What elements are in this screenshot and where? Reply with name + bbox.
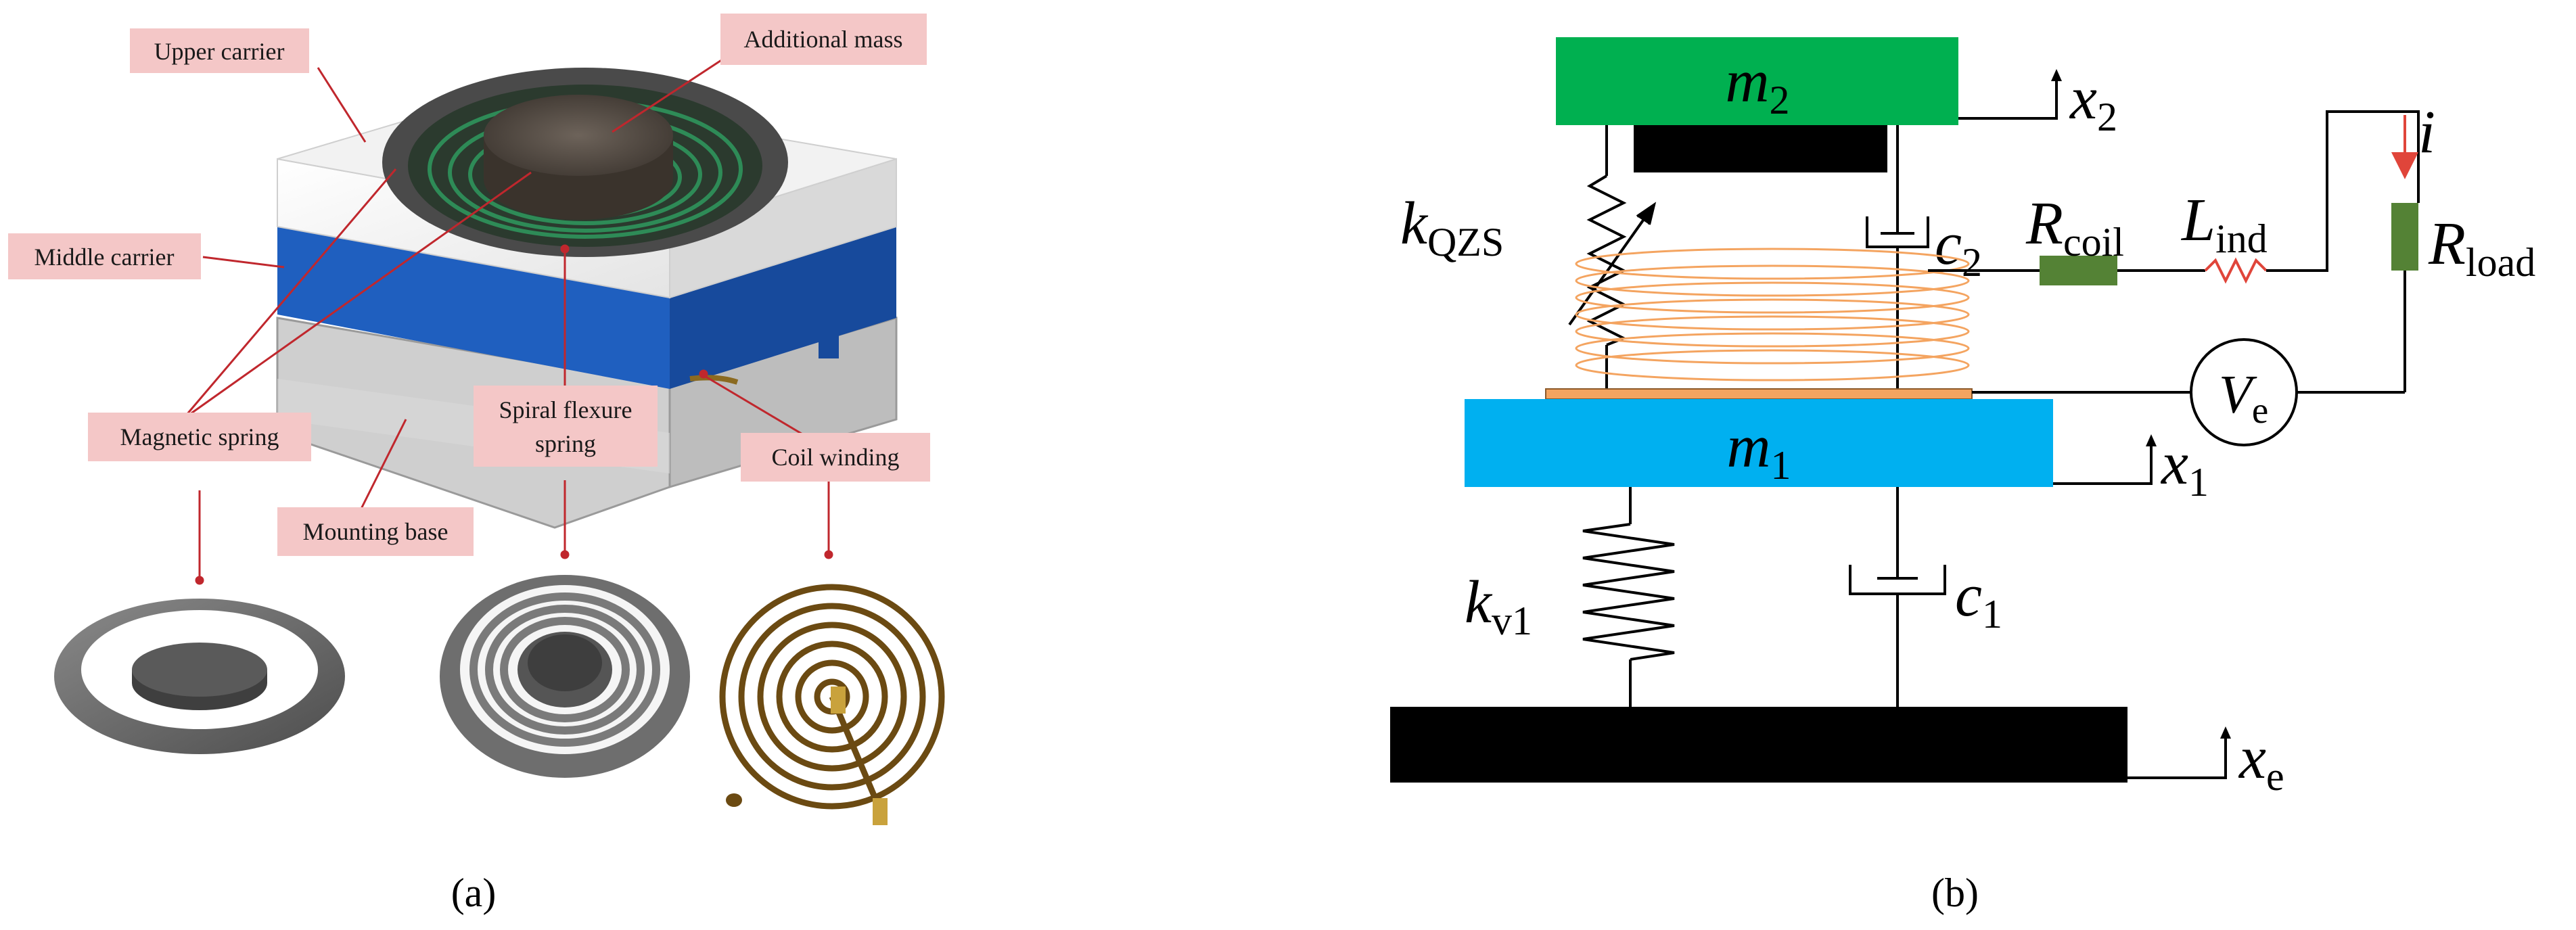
svg-text:Middle carrier: Middle carrier: [34, 243, 175, 271]
x1-reference: x1: [2053, 430, 2209, 505]
rcoil-label: Rcoil: [2025, 190, 2124, 264]
mass-m1: [1465, 399, 2053, 487]
i-label: i: [2418, 99, 2435, 166]
c1-damper: [1849, 487, 1946, 707]
panel-b: m2 x2 kQZS c2: [1390, 37, 2535, 915]
additional-mass-disk: [484, 95, 673, 176]
coil-loops: [1575, 248, 1970, 381]
x2-reference: x2: [1958, 65, 2117, 139]
svg-text:Coil winding: Coil winding: [771, 444, 899, 471]
kqzs-label: kQZS: [1400, 190, 1504, 264]
pointer-lines: [181, 53, 833, 585]
svg-text:Mounting base: Mounting base: [303, 518, 448, 545]
kv1-spring: [1582, 487, 1675, 707]
m2-label: m2: [1726, 48, 1790, 122]
svg-text:Magnetic spring: Magnetic spring: [120, 423, 279, 450]
rload-resistor: [2391, 203, 2418, 271]
middle-carrier-block: [277, 227, 670, 389]
caption-a: (a): [451, 870, 497, 915]
label-coil-winding: Coil winding: [741, 433, 930, 482]
label-middle-carrier: Middle carrier: [8, 233, 201, 279]
coil-winding-part: [719, 584, 945, 825]
spiral-flexure-spring-part: [440, 575, 690, 778]
ground-base: [1390, 707, 2128, 783]
c1-label: c1: [1955, 562, 2002, 636]
svg-text:Upper carrier: Upper carrier: [154, 38, 285, 65]
rcoil-resistor: [2040, 256, 2117, 285]
coil-base-plate: [1545, 388, 1973, 400]
xe-reference: xe: [2128, 724, 2284, 799]
svg-text:Ve: Ve: [2219, 365, 2268, 431]
svg-text:Additional mass: Additional mass: [744, 26, 903, 53]
label-additional-mass: Additional mass: [720, 14, 927, 65]
mass-m2: [1556, 37, 1958, 125]
magnet-block: [1634, 125, 1887, 172]
svg-text:Spiral flexure: Spiral flexure: [499, 396, 632, 423]
label-mounting-base: Mounting base: [277, 507, 474, 556]
label-magnetic-spring: Magnetic spring: [88, 413, 311, 461]
caption-b: (b): [1931, 870, 1979, 915]
magnetic-spring-part: [54, 599, 345, 754]
c2-damper: [1866, 125, 1929, 389]
voltmeter: Ve: [2190, 338, 2298, 446]
panel-a: Upper carrier Additional mass Middle car…: [8, 14, 945, 915]
label-spiral-flexure-spring: Spiral flexure spring: [474, 386, 658, 467]
circuit: [1928, 110, 2420, 394]
svg-text:spring: spring: [535, 430, 596, 457]
label-upper-carrier: Upper carrier: [130, 28, 309, 73]
kv1-label: kv1: [1465, 569, 1532, 643]
svg-text:xe: xe: [2238, 724, 2284, 799]
svg-text:x2: x2: [2069, 65, 2117, 139]
svg-text:x1: x1: [2160, 430, 2209, 505]
m1-label: m1: [1727, 413, 1791, 488]
rload-label: Rload: [2428, 210, 2535, 285]
lind-label: Lind: [2180, 187, 2268, 261]
